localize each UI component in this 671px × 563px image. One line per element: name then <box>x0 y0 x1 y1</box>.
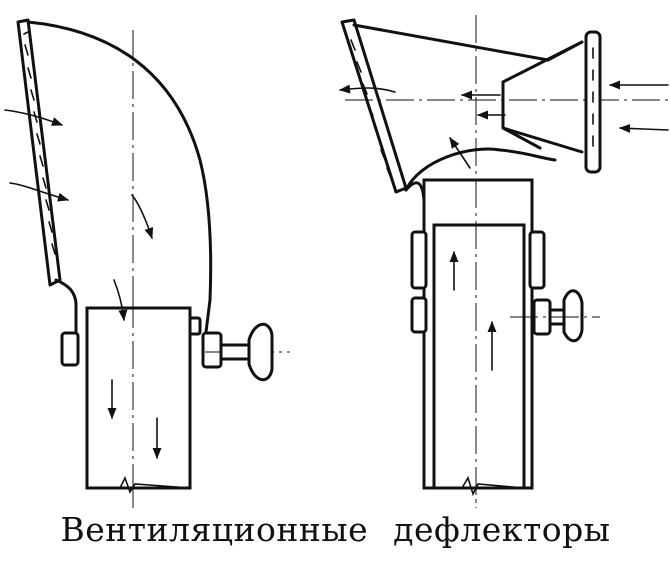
right-inner-pipe <box>432 223 526 490</box>
right-airflow-arrows <box>338 80 669 371</box>
right-top-plate <box>352 23 550 62</box>
right-clamp-upper-right <box>528 230 546 290</box>
left-airflow-arrows <box>4 109 162 460</box>
left-hood-lip <box>54 278 78 347</box>
right-vertical-grille <box>584 30 602 174</box>
left-deflector <box>4 18 290 508</box>
caption: Вентиляционные дефлекторы <box>60 510 611 549</box>
left-louver-grille <box>16 18 62 287</box>
left-screw-knob-icon <box>219 322 274 382</box>
right-deflector <box>338 15 670 508</box>
right-cone-nozzle <box>501 40 584 154</box>
right-clamp-lower-left <box>410 296 428 334</box>
left-clamp-left <box>60 331 80 367</box>
left-pipe-break <box>86 475 191 494</box>
right-pipe-break <box>433 476 525 497</box>
right-louver-grille <box>340 18 408 194</box>
right-clamp-upper-left <box>410 230 428 290</box>
left-clamp-lower <box>201 331 223 369</box>
right-screw-knob-icon <box>548 289 584 343</box>
right-dome <box>404 147 557 192</box>
left-pipe <box>85 306 192 490</box>
left-hood-shell <box>26 20 213 334</box>
